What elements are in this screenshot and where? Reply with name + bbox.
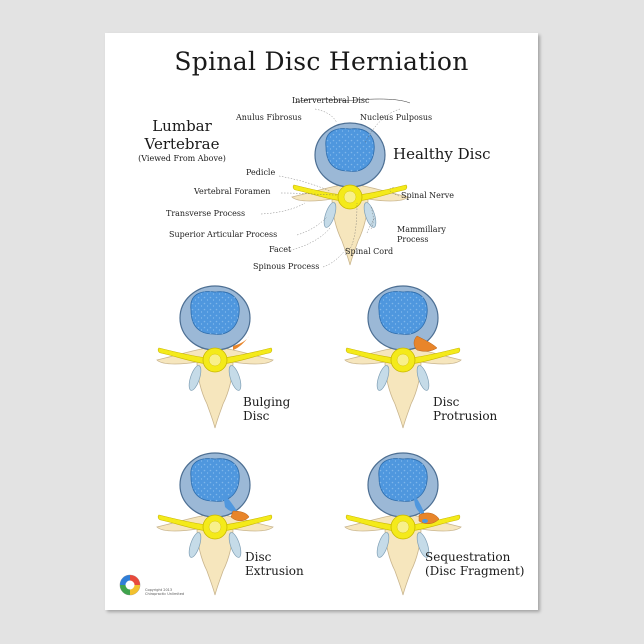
label-vertebral-foramen: Vertebral Foramen [194,187,271,196]
lumbar-vertebrae-heading: Lumbar Vertebrae (Viewed From Above) [127,117,237,164]
label-pedicle: Pedicle [246,168,276,177]
label-spinous-process: Spinous Process [253,262,320,271]
label-nucleus-pulposus: Nucleus Pulposus [360,113,433,122]
stage-extrusion-line-1: Disc [245,550,272,564]
lumbar-line-2: Vertebrae [144,135,220,153]
label-transverse-process: Transverse Process [166,209,246,218]
label-superior-articular-process: Superior Articular Process [169,230,278,239]
label-spinal-cord: Spinal Cord [345,247,394,256]
sequestration-vertebra [344,452,462,596]
label-anulus-fibrosus: Anulus Fibrosus [236,113,302,122]
stage-label-bulging: Bulging Disc [243,395,290,423]
bulging-disc-vertebra [156,285,274,429]
stage-bulging-line-2: Disc [243,409,270,423]
label-mammillary-process: Mammillary Process [397,225,446,245]
vertebrae-illustrations [156,98,462,596]
label-mammillary-line-2: Process [397,235,429,244]
stage-sequestration-line-1: Sequestration [425,550,511,564]
stage-extrusion-line-2: Extrusion [245,564,304,578]
label-spinal-nerve: Spinal Nerve [401,191,454,200]
lumbar-subtitle: (Viewed From Above) [138,154,226,163]
stage-protrusion-line-1: Disc [433,395,460,409]
copyright-credit: Copyright 2013 Chiropractic Unlimited [145,588,185,596]
disc-extrusion-vertebra [156,452,274,596]
lumbar-line-1: Lumbar [152,117,212,135]
stage-label-protrusion: Disc Protrusion [433,395,497,423]
poster: Spinal Disc Herniation Lumbar Vertebrae … [105,33,538,610]
label-facet: Facet [269,245,292,254]
stage-protrusion-line-2: Protrusion [433,409,498,423]
publisher-logo-icon [119,574,141,596]
stage-sequestration-line-2: (Disc Fragment) [425,564,525,578]
stage-label-sequestration: Sequestration (Disc Fragment) [425,550,524,578]
disc-protrusion-vertebra [344,285,462,429]
healthy-disc-label: Healthy Disc [393,145,491,163]
label-mammillary-line-1: Mammillary [397,225,446,234]
page-title: Spinal Disc Herniation [174,47,469,76]
stage-label-extrusion: Disc Extrusion [245,550,304,578]
stage-bulging-line-1: Bulging [243,395,291,409]
label-intervertebral-disc: Intervertebral Disc [292,96,370,105]
